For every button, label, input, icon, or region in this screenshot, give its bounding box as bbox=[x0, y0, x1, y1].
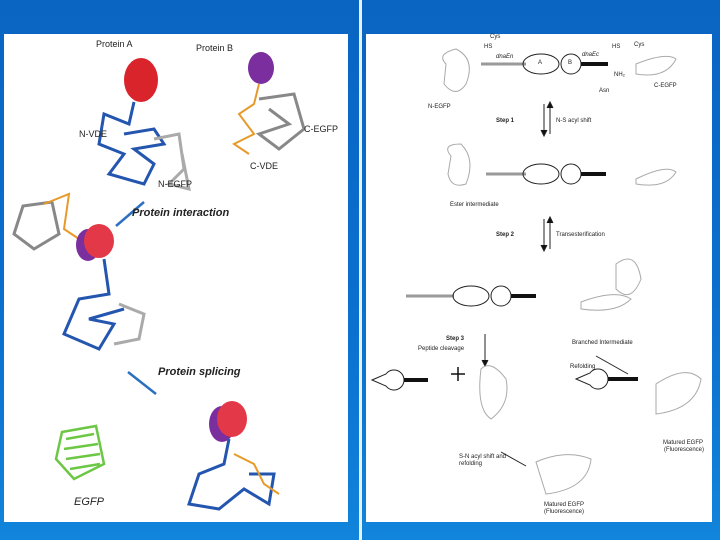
overview-drawing bbox=[12, 52, 306, 511]
n-egfp-outline bbox=[442, 48, 470, 92]
label-cys-top: Cys bbox=[490, 34, 501, 40]
label-protein-interaction: Protein interaction bbox=[132, 207, 230, 219]
protein-a-product bbox=[217, 401, 247, 437]
matured-egfp-bottom bbox=[535, 454, 592, 495]
label-step2: Step 2 bbox=[496, 232, 515, 238]
protein-a-sphere bbox=[124, 58, 158, 102]
arrow-interaction bbox=[115, 201, 145, 227]
label-protein-b: Protein B bbox=[196, 43, 234, 53]
label-domain-a: A bbox=[538, 60, 543, 66]
b-fragment-right bbox=[574, 368, 609, 390]
egfp-fold-left bbox=[12, 200, 61, 251]
label-domain-b: B bbox=[568, 60, 573, 66]
vde-complex-ribbon bbox=[62, 258, 125, 351]
label-hs: HS bbox=[484, 44, 493, 50]
sn-shift-arrow bbox=[500, 451, 527, 467]
c-vde-ribbon bbox=[232, 83, 260, 155]
label-matured-egfp-bottom: Matured EGFP bbox=[544, 502, 585, 508]
label-n-egfp: N-EGFP bbox=[158, 179, 193, 189]
n-egfp-ribbon bbox=[153, 132, 191, 192]
branched-egfp-outline bbox=[580, 258, 642, 311]
label-protein-a: Protein A bbox=[96, 39, 133, 49]
label-refolding: Refolding bbox=[570, 364, 596, 370]
label-egfp: EGFP bbox=[74, 496, 104, 508]
label-dnaen: dnaEn bbox=[496, 54, 514, 60]
label-dnaec: dnaEc bbox=[582, 52, 600, 58]
vde-product-ribbon bbox=[187, 438, 276, 511]
domain-a-1 bbox=[522, 53, 560, 75]
protein-a-complex bbox=[84, 224, 114, 258]
mature-egfp-barrel bbox=[54, 424, 106, 481]
mechanism-drawing bbox=[370, 48, 702, 495]
slide-divider bbox=[359, 0, 362, 540]
label-protein-splicing: Protein splicing bbox=[158, 366, 241, 378]
cleaved-egfp-outline bbox=[479, 365, 508, 420]
n-vde-ribbon bbox=[97, 101, 167, 186]
label-nh2: NH₂ bbox=[614, 72, 625, 78]
label-c-vde: C-VDE bbox=[250, 161, 279, 171]
label-n-s-acyl-shift: N-S acyl shift bbox=[556, 118, 592, 124]
label-branched-intermediate: Branched Intermediate bbox=[572, 340, 633, 346]
splicing-mechanism-panel: Cys HS HS Cys dnaEn dnaEc A B NH₂ Asn N-… bbox=[366, 34, 712, 522]
label-hs-right: HS bbox=[612, 44, 621, 50]
arrow-splicing bbox=[127, 371, 157, 395]
label-sn-refolding: refolding bbox=[459, 461, 483, 467]
linker-product bbox=[233, 453, 280, 495]
matured-egfp-right bbox=[655, 372, 702, 415]
label-n-egfp: N-EGFP bbox=[428, 104, 451, 110]
protein-b-sphere bbox=[248, 52, 274, 84]
label-n-vde: N-VDE bbox=[79, 129, 108, 139]
label-peptide-cleavage: Peptide cleavage bbox=[418, 346, 465, 352]
egfp-complex-ribbon bbox=[113, 302, 146, 346]
b-fragment-left bbox=[370, 369, 405, 391]
label-c-egfp: C-EGFP bbox=[654, 83, 677, 89]
c-egfp-ribbon bbox=[255, 92, 306, 151]
label-asn: Asn bbox=[599, 88, 610, 94]
refolding-arrow bbox=[595, 355, 629, 375]
label-fluorescence-bottom: (Fluorescence) bbox=[544, 509, 585, 515]
label-cys-right: Cys bbox=[634, 42, 645, 48]
label-s-n-acyl-shift: S-N acyl shift and bbox=[459, 454, 507, 460]
protein-splicing-overview-panel: Protein A Protein B N-VDE N-EGFP C-VDE C… bbox=[4, 34, 348, 522]
ester-egfp-outline bbox=[447, 143, 471, 186]
c-egfp-outline bbox=[635, 55, 677, 76]
label-transesterification: Transesterification bbox=[556, 232, 605, 238]
linker-left bbox=[43, 192, 80, 240]
label-matured-egfp-right: Matured EGFP bbox=[663, 440, 704, 446]
label-step1: Step 1 bbox=[496, 118, 515, 124]
label-fluorescence-right: (Fluorescence) bbox=[664, 447, 705, 453]
label-step3: Step 3 bbox=[446, 336, 465, 342]
label-c-egfp: C-EGFP bbox=[304, 124, 339, 134]
label-ester-intermediate: Ester intermediate bbox=[450, 202, 499, 208]
